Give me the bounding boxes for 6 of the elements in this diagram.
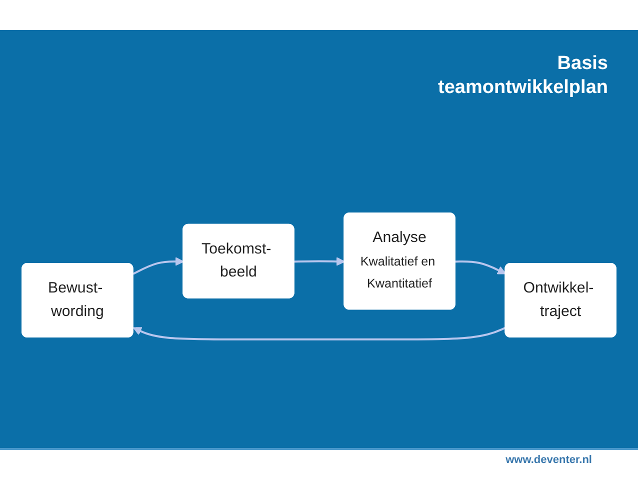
slide-title: Basis teamontwikkelplan <box>437 52 608 100</box>
arrow <box>132 256 184 275</box>
web-address: www.deventer.nl <box>506 454 592 466</box>
arrow <box>294 256 346 266</box>
arrow <box>455 260 506 274</box>
arrow <box>132 326 506 340</box>
